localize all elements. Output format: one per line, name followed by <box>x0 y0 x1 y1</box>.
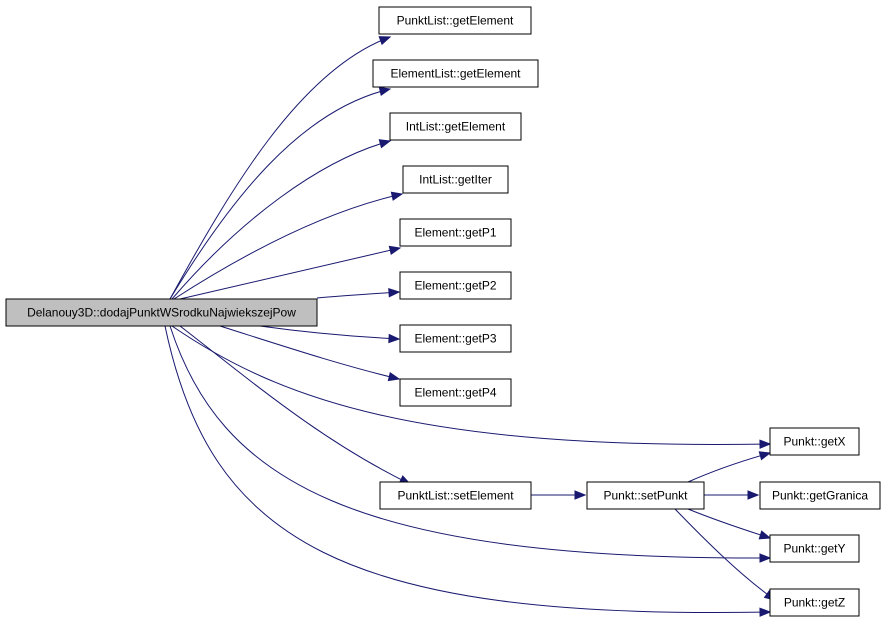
edge-line <box>687 508 771 539</box>
node-label: PunktList::setElement <box>397 489 514 503</box>
edge-line <box>171 140 391 300</box>
edge-n11-to-n13 <box>687 508 772 540</box>
node-label: Punkt::getGranica <box>772 489 868 503</box>
edge-root-to-n6 <box>316 287 401 299</box>
edges-layer <box>164 36 777 617</box>
node-n12[interactable]: Punkt::getGranica <box>759 481 881 510</box>
edge-root-to-n13 <box>169 325 772 563</box>
node-box[interactable] <box>389 112 522 141</box>
edge-root-to-n3 <box>171 139 392 300</box>
node-label: Punkt::getY <box>783 542 845 556</box>
node-box[interactable] <box>399 324 512 353</box>
node-n6[interactable]: Element::getP2 <box>399 271 512 300</box>
edge-line <box>179 325 411 485</box>
edge-root-to-n1 <box>169 36 392 300</box>
node-box[interactable] <box>759 481 881 510</box>
arrowhead-icon <box>390 191 404 201</box>
node-n5[interactable]: Element::getP1 <box>399 218 512 247</box>
node-n1[interactable]: PunktList::getElement <box>378 6 532 35</box>
edge-line <box>219 325 400 380</box>
nodes-layer: Delanouy3D::dodajPunktWSrodkuNajwiekszej… <box>5 6 881 617</box>
edge-line <box>169 36 391 300</box>
node-box[interactable] <box>769 534 860 563</box>
node-label: Element::getP2 <box>414 279 496 293</box>
edge-root-to-n5 <box>179 245 402 300</box>
arrowhead-icon <box>378 36 392 46</box>
node-label: Element::getP3 <box>414 332 496 346</box>
node-box[interactable] <box>372 59 539 88</box>
node-box[interactable] <box>769 588 860 617</box>
edge-line <box>674 508 776 601</box>
node-box[interactable] <box>399 378 512 407</box>
edge-line <box>169 88 391 300</box>
node-box[interactable] <box>769 427 860 456</box>
node-box[interactable] <box>402 165 509 194</box>
arrowhead-icon <box>388 245 402 256</box>
node-label: Punkt::getZ <box>784 596 845 610</box>
edge-root-to-n7 <box>259 325 401 344</box>
edge-line <box>171 325 771 445</box>
arrowhead-icon <box>747 490 760 500</box>
edge-line <box>169 325 771 559</box>
edge-line <box>259 325 400 340</box>
arrowhead-icon <box>759 439 772 449</box>
node-label: ElementList::getElement <box>390 67 521 81</box>
edge-line <box>316 291 400 299</box>
node-label: Element::getP4 <box>414 386 496 400</box>
arrowhead-icon <box>388 287 401 298</box>
arrowhead-icon <box>758 530 772 540</box>
edge-line <box>687 452 771 483</box>
arrowhead-icon <box>759 607 772 617</box>
node-label: Element::getP1 <box>414 226 496 240</box>
arrowhead-icon <box>758 451 772 461</box>
arrowhead-icon <box>378 86 392 97</box>
node-n11[interactable]: Punkt::setPunkt <box>586 481 705 510</box>
node-box[interactable] <box>378 6 532 35</box>
node-n10[interactable]: PunktList::setElement <box>379 481 532 510</box>
edge-n10-to-n11 <box>531 490 587 500</box>
arrowhead-icon <box>387 371 401 382</box>
node-n2[interactable]: ElementList::getElement <box>372 59 539 88</box>
node-n7[interactable]: Element::getP3 <box>399 324 512 353</box>
edge-n11-to-n12 <box>704 490 760 500</box>
node-label: IntList::getIter <box>419 173 492 187</box>
node-n4[interactable]: IntList::getIter <box>402 165 509 194</box>
edge-root-to-n14 <box>164 325 772 617</box>
node-label: Delanouy3D::dodajPunktWSrodkuNajwiekszej… <box>27 306 296 320</box>
arrowhead-icon <box>388 333 401 344</box>
node-n3[interactable]: IntList::getElement <box>389 112 522 141</box>
edge-line <box>173 193 403 300</box>
root-node[interactable]: Delanouy3D::dodajPunktWSrodkuNajwiekszej… <box>5 298 318 327</box>
edge-root-to-n2 <box>169 86 392 300</box>
node-label: PunktList::getElement <box>397 14 514 28</box>
edge-root-to-n4 <box>173 191 404 300</box>
node-n9[interactable]: Punkt::getX <box>769 427 860 456</box>
node-label: Punkt::getX <box>783 435 845 449</box>
arrowhead-icon <box>574 490 587 500</box>
node-box[interactable] <box>399 271 512 300</box>
arrowhead-icon <box>759 553 772 563</box>
node-label: Punkt::setPunkt <box>603 489 688 503</box>
node-n13[interactable]: Punkt::getY <box>769 534 860 563</box>
node-box[interactable] <box>379 481 532 510</box>
node-box[interactable] <box>586 481 705 510</box>
node-n8[interactable]: Element::getP4 <box>399 378 512 407</box>
edge-root-to-n8 <box>219 325 401 382</box>
node-label: IntList::getElement <box>406 120 506 134</box>
arrowhead-icon <box>378 139 392 149</box>
edge-line <box>164 325 771 614</box>
node-box[interactable] <box>399 218 512 247</box>
node-box[interactable] <box>5 298 318 327</box>
node-n14[interactable]: Punkt::getZ <box>769 588 860 617</box>
edge-n11-to-n9 <box>687 451 772 483</box>
edge-root-to-n9 <box>171 325 772 449</box>
edge-line <box>179 247 401 300</box>
